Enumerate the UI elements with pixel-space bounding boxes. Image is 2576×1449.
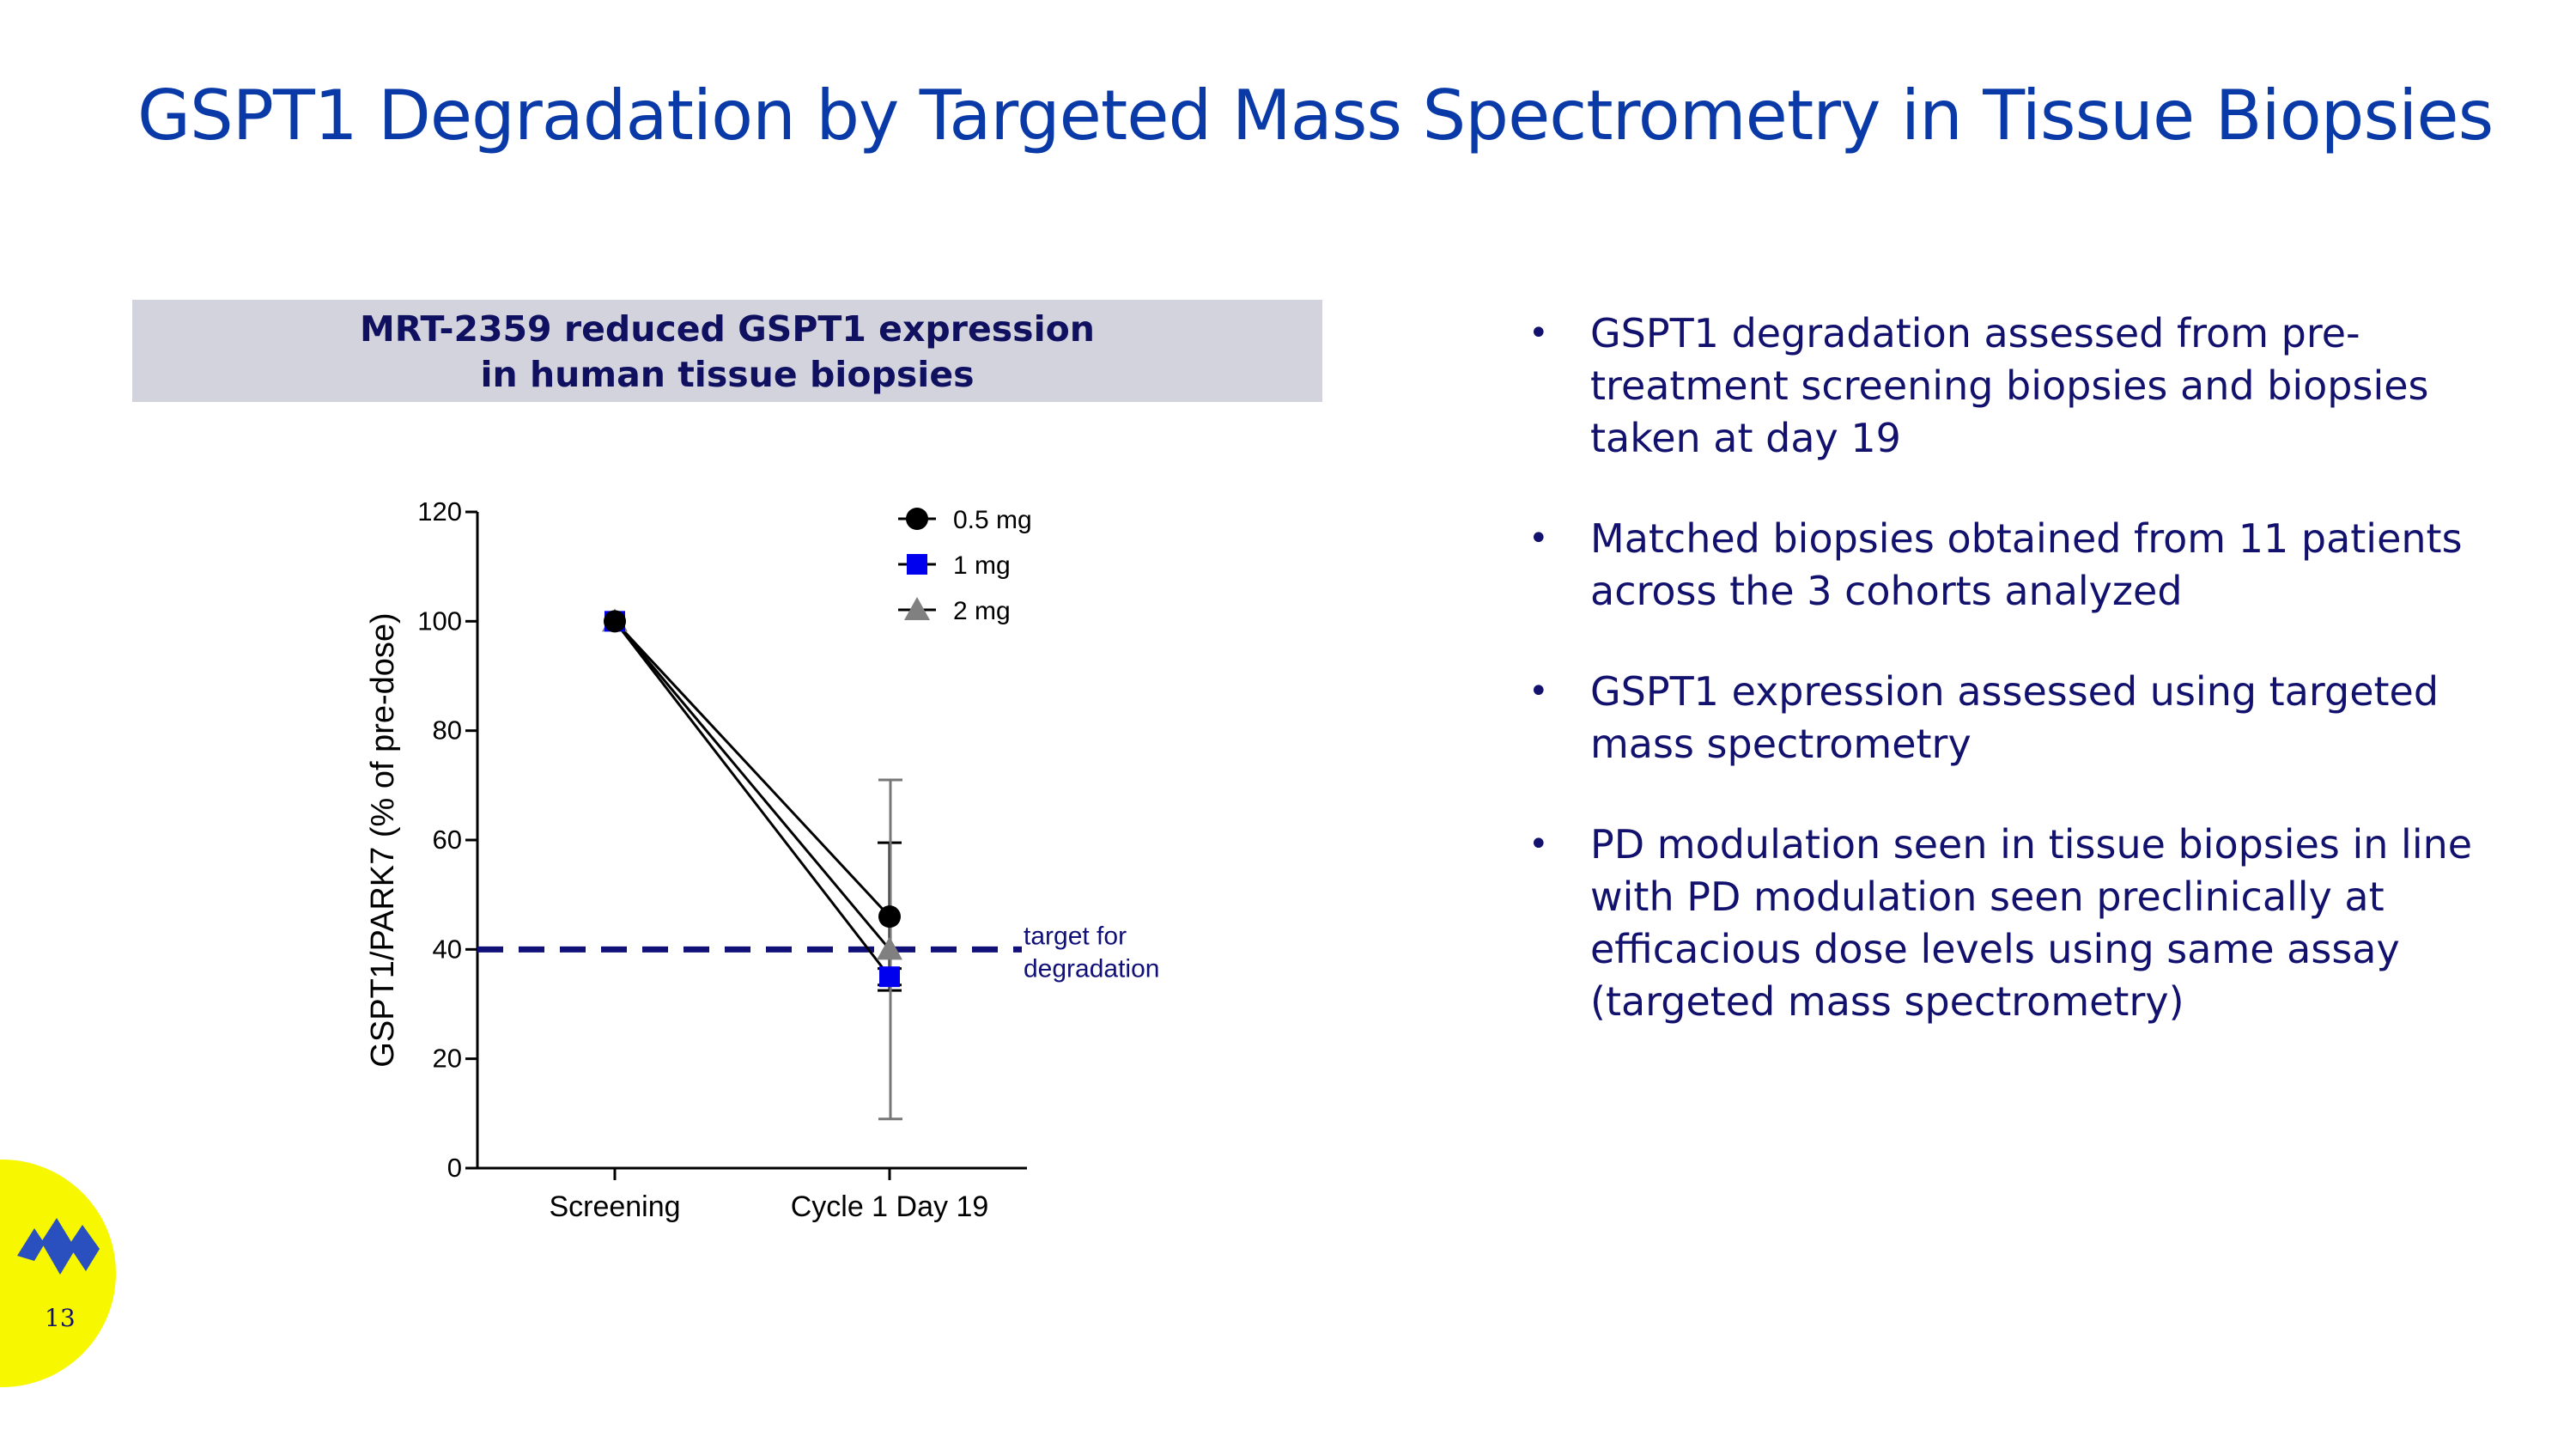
series-line [613,620,891,918]
company-logo-icon [17,1218,100,1275]
slide-title: GSPT1 Degradation by Targeted Mass Spect… [137,76,2494,155]
bullet-text: GSPT1 degradation assessed from pre-trea… [1590,310,2429,461]
legend-marker [907,554,927,575]
bullet-dot: • [1528,314,1549,353]
legend-label: 2 mg [953,597,1011,625]
chart-header-line2: in human tissue biopsies [480,354,975,395]
bullet-dot: • [1528,825,1549,864]
bullet-text: GSPT1 expression assessed using targeted… [1590,668,2439,767]
data-point [604,610,626,633]
y-tick-label: 60 [433,825,462,855]
bullet-dot: • [1528,672,1549,711]
bullet-item: • Matched biopsies obtained from 11 patie… [1528,513,2524,618]
data-point [877,936,902,960]
bullet-list: • GSPT1 degradation assessed from pre-tre… [1528,307,2524,1076]
target-label-line1: target for [1024,922,1127,950]
bullet-item: • PD modulation seen in tissue biopsies i… [1528,819,2524,1028]
legend-marker [906,508,928,530]
legend-marker [904,597,930,620]
x-tick-label: Cycle 1 Day 19 [791,1190,989,1223]
bullet-text: PD modulation seen in tissue biopsies in… [1590,821,2473,1025]
target-label-line2: degradation [1024,954,1159,983]
x-tick-label: Screening [549,1190,680,1223]
y-tick-label: 80 [433,715,462,746]
y-tick-label: 0 [447,1153,462,1183]
y-tick-label: 100 [417,606,462,636]
page-number: 13 [45,1304,76,1332]
bullet-text: Matched biopsies obtained from 11 patien… [1590,515,2463,614]
y-tick-label: 120 [417,496,462,527]
bullet-item: • GSPT1 degradation assessed from pre-tre… [1528,307,2524,465]
bullet-item: • GSPT1 expression assessed using targete… [1528,666,2524,770]
series-line [613,620,891,951]
chart-header-line1: MRT-2359 reduced GSPT1 expression [359,308,1095,350]
chart-header-banner: MRT-2359 reduced GSPT1 expression in hum… [132,300,1322,402]
legend-label: 0.5 mg [953,506,1032,534]
bullet-dot: • [1528,519,1549,558]
series-line [613,620,891,978]
data-point [878,905,901,928]
legend-label: 1 mg [953,551,1011,580]
y-axis-title: GSPT1/PARK7 (% of pre-dose) [365,612,401,1067]
y-tick-label: 20 [433,1044,462,1074]
data-point [879,966,900,988]
y-tick-label: 40 [433,934,462,964]
